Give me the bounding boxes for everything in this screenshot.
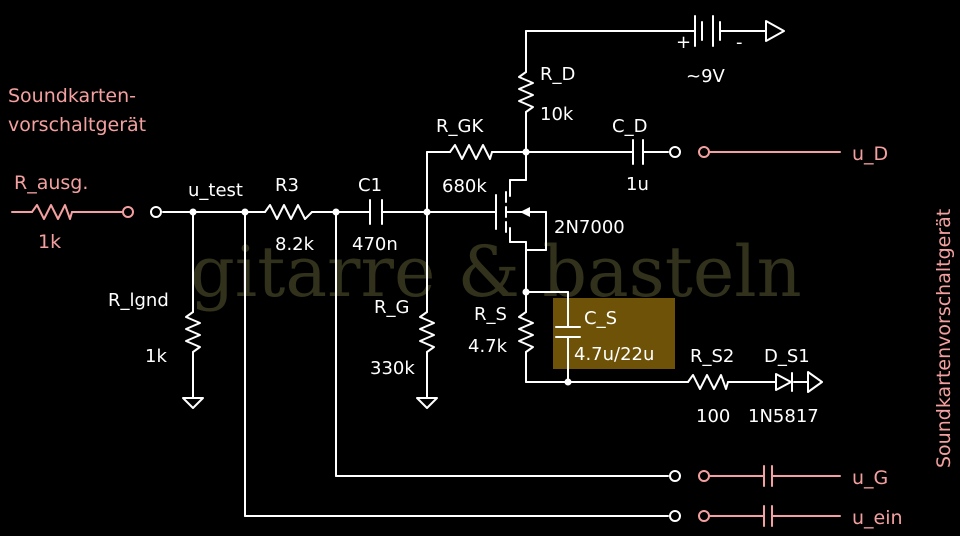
battery-plus: +	[676, 32, 691, 53]
left-title-line1: Soundkarten-	[8, 85, 136, 107]
r-g-name: R_G	[374, 297, 409, 318]
diode-ground-icon	[807, 371, 823, 393]
supply-ground-icon	[765, 20, 785, 42]
c1-name: C1	[358, 175, 382, 196]
mosfet-arrow-icon	[520, 207, 530, 217]
d-s1-name: D_S1	[764, 346, 810, 367]
r-g-resistor	[419, 311, 435, 353]
c-d-value: 1u	[626, 174, 649, 195]
r-ausg-name: R_ausg.	[14, 172, 88, 194]
c-s-name: C_S	[584, 308, 617, 329]
external-wiring	[11, 146, 841, 527]
c-s-highlight	[553, 298, 675, 369]
d-s1-value: 1N5817	[748, 406, 819, 427]
r-s-resistor	[518, 311, 534, 353]
r-s-name: R_S	[474, 304, 507, 325]
r3-name: R3	[275, 175, 299, 196]
r-gk-name: R_GK	[436, 116, 484, 137]
r-s-value: 4.7k	[468, 336, 508, 357]
c-d-name: C_D	[612, 116, 647, 137]
r-lgnd-value: 1k	[145, 346, 167, 367]
junctions	[189, 148, 572, 386]
r-s2-value: 100	[696, 406, 730, 427]
u-ein-label: u_ein	[852, 507, 903, 529]
r-s2-resistor	[687, 374, 729, 390]
r-d-name: R_D	[540, 64, 575, 85]
r-gk-value: 680k	[442, 176, 487, 197]
mosfet-label: 2N7000	[554, 217, 625, 238]
ground-symbols	[182, 397, 438, 409]
capacitors	[369, 139, 644, 338]
r-g-value: 330k	[370, 358, 415, 379]
wires	[162, 30, 809, 517]
r-gk-resistor	[449, 144, 493, 160]
ground-icon	[182, 397, 204, 409]
u-test-label: u_test	[188, 180, 243, 201]
watermark: gitarre & basteln	[190, 231, 802, 313]
left-title-line2: vorschaltgerät	[8, 114, 146, 136]
u-g-label: u_G	[852, 467, 888, 489]
r3-resistor	[264, 204, 313, 220]
right-title: Soundkartenvorschaltgerät	[933, 209, 955, 468]
c-s-value: 4.7u/22u	[574, 344, 654, 365]
c1-value: 470n	[352, 234, 398, 255]
terminals	[150, 146, 681, 522]
battery-symbol	[694, 15, 721, 47]
ground-icon	[416, 397, 438, 409]
r-s2-name: R_S2	[690, 346, 734, 367]
r-d-resistor	[518, 71, 534, 113]
r3-value: 8.2k	[275, 234, 315, 255]
battery-value: ~9V	[686, 66, 726, 87]
r-ausg-value: 1k	[38, 231, 61, 253]
r-lgnd-resistor	[185, 311, 201, 353]
resistors	[185, 71, 729, 390]
r-lgnd-name: R_lgnd	[108, 290, 169, 311]
diode-symbol	[775, 371, 823, 393]
u-d-label: u_D	[852, 143, 888, 165]
r-d-value: 10k	[540, 104, 574, 125]
battery-minus: -	[736, 32, 743, 53]
